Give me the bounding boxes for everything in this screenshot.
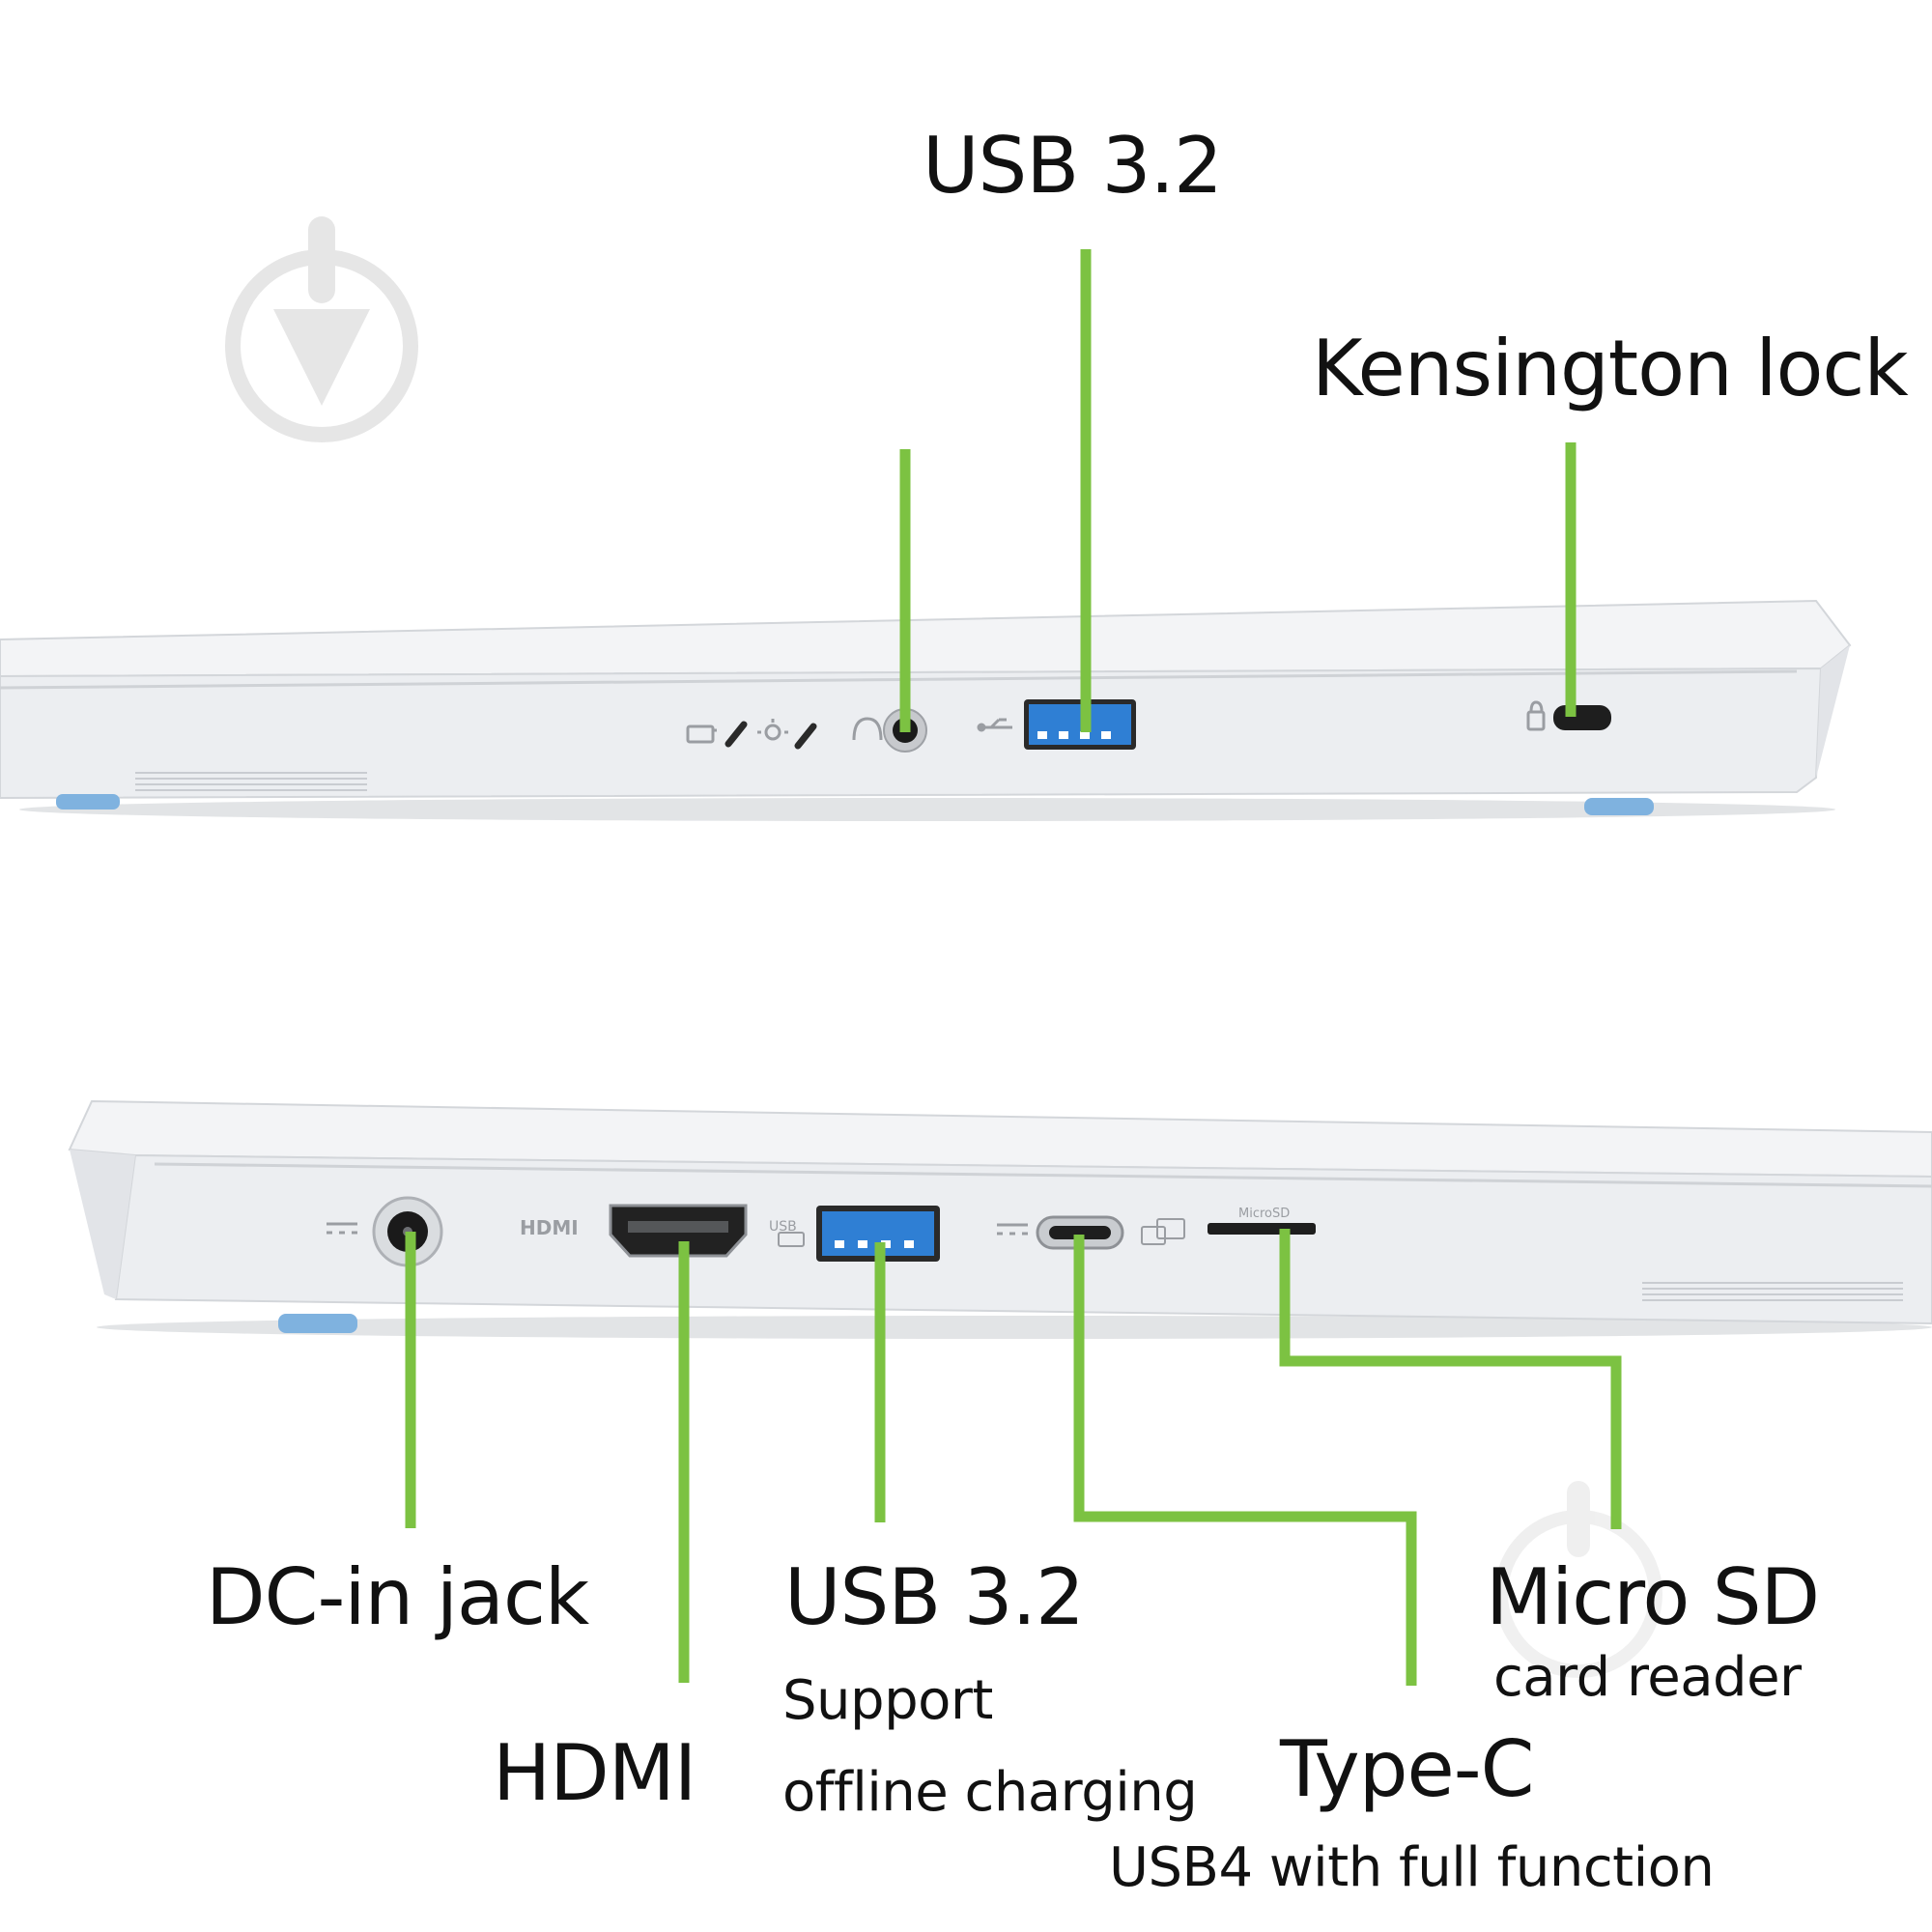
microsd-slot xyxy=(1208,1223,1316,1235)
microsd-printed-mark: MicroSD xyxy=(1238,1207,1290,1221)
dc-symbol-icon xyxy=(327,1222,357,1235)
headset-icon xyxy=(852,717,883,741)
power-delivery-icon xyxy=(997,1223,1028,1236)
micro-sd-label: Micro SD xyxy=(1486,1552,1820,1642)
usb-offline-charging-label: offline charging xyxy=(782,1761,1198,1824)
battery-indicator-led xyxy=(724,721,748,748)
hdmi-printed-mark: HDMI xyxy=(520,1216,579,1239)
rubber-foot xyxy=(278,1314,357,1333)
rubber-foot xyxy=(1584,798,1654,815)
type-c-usb4-label: USB4 with full function xyxy=(1109,1836,1715,1899)
kensington-slot xyxy=(1553,705,1611,730)
dc-in-jack-label: DC-in jack xyxy=(206,1552,589,1642)
leader-lines-bottom xyxy=(405,1229,1622,1686)
rubber-foot xyxy=(56,794,120,810)
display-usb-icon xyxy=(1141,1218,1185,1245)
usb-label-top: USB 3.2 xyxy=(923,121,1223,211)
type-c-label: Type-C xyxy=(1280,1724,1534,1814)
lock-icon xyxy=(1526,700,1546,731)
power-indicator-icon xyxy=(757,719,788,741)
watermark-logo-top-arrow xyxy=(273,309,370,406)
leader-lines-top xyxy=(899,249,1577,732)
laptop-right-side-view xyxy=(0,599,1852,821)
power-indicator-led xyxy=(794,723,817,750)
watermark-logo-top xyxy=(225,216,418,442)
usb-printed-mark: USB xyxy=(769,1219,797,1235)
usb-icon xyxy=(977,718,1012,732)
battery-indicator-icon xyxy=(686,724,717,744)
kensington-lock-label: Kensington lock xyxy=(1312,324,1909,413)
laptop-left-side-view: HDMI USB MicroSD xyxy=(68,1099,1932,1339)
card-reader-label: card reader xyxy=(1493,1646,1802,1709)
charging-icon xyxy=(778,1232,805,1247)
usb-label-bottom: USB 3.2 xyxy=(784,1552,1085,1642)
watermark-logo-bottom xyxy=(1494,1481,1662,1678)
hdmi-label: HDMI xyxy=(493,1728,696,1818)
usb-support-label: Support xyxy=(782,1669,993,1732)
